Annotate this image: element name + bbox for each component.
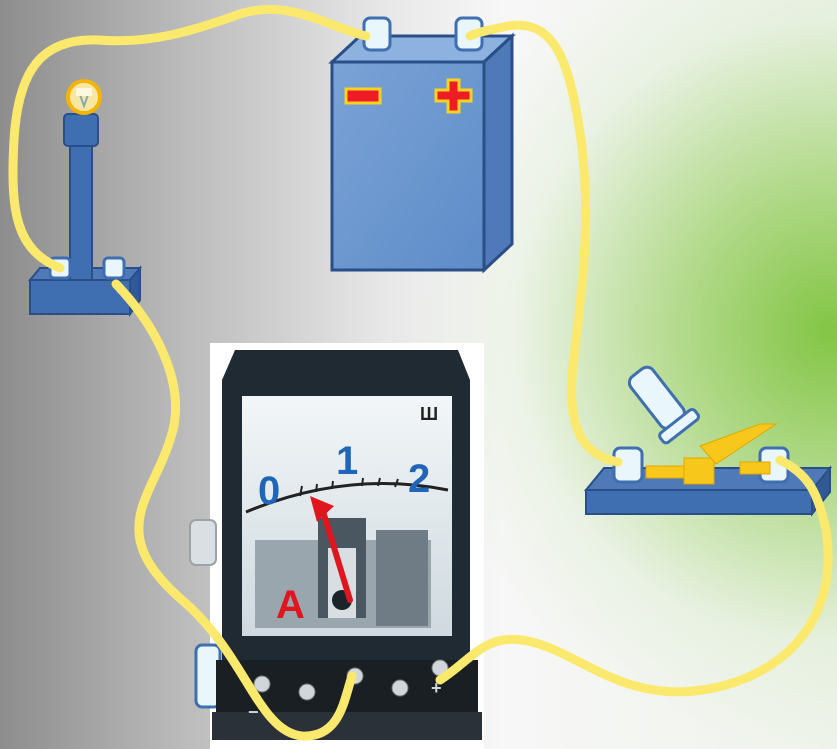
ammeter-scale-label-2: 2 (408, 457, 430, 501)
battery-top-face (332, 36, 512, 62)
ammeter-scale-label-1: 1 (336, 439, 358, 483)
ammeter-terminal-2 (299, 684, 315, 700)
ammeter-scale-label-0: 0 (258, 469, 280, 513)
ammeter: Ш − + (190, 343, 484, 749)
bulb-stand-pole (70, 140, 92, 280)
switch-hinge (684, 458, 714, 484)
switch-base-front (586, 490, 812, 514)
battery (332, 18, 512, 270)
bulb-terminal-right (104, 258, 124, 278)
battery-side-face (484, 36, 512, 270)
ammeter-terminal-4 (392, 680, 408, 696)
ammeter-unit-symbol: A (276, 583, 305, 627)
ammeter-corner-mark: Ш (420, 404, 438, 424)
bulb-stand (30, 81, 140, 314)
bulb-socket (64, 114, 98, 146)
ammeter-side-terminal-top (190, 520, 216, 565)
battery-negative-sign (346, 89, 380, 103)
bulb-glint (76, 88, 92, 96)
ammeter-magnet (376, 530, 428, 626)
switch-jaw (740, 462, 770, 474)
knife-switch (586, 359, 830, 514)
switch-handle (620, 359, 700, 444)
